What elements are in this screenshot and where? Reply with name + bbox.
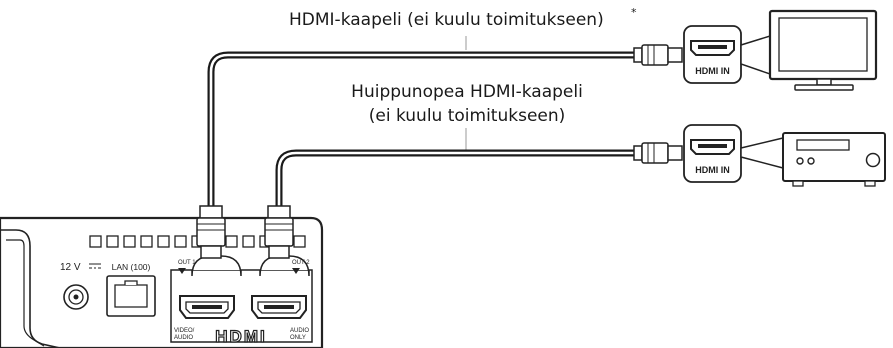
hdmi-cable-footnote-mark: * <box>631 6 637 19</box>
out2-marker-icon <box>292 268 300 274</box>
receiver-hdmi-in-port: HDMI IN <box>683 124 742 183</box>
hdmi-cable-to-tv <box>207 51 635 213</box>
out1-label: OUT 1 <box>178 260 196 266</box>
hdmi-plug-out1 <box>196 205 226 259</box>
highspeed-hdmi-cable-to-receiver <box>275 149 635 213</box>
lan-port <box>106 275 156 317</box>
out1-marker-icon <box>178 268 186 274</box>
tv-hdmi-in-label: HDMI IN <box>695 66 730 76</box>
dc-power-jack <box>63 284 89 310</box>
tv-hdmi-in-port: HDMI IN <box>683 25 742 84</box>
video-audio-label-line1: VIDEO/ <box>174 328 195 334</box>
hdmi-plug-out2 <box>264 205 294 259</box>
dc-symbol-icon <box>89 263 101 269</box>
hdmi-out2-port <box>251 295 307 319</box>
hdmi-cable-caption: HDMI-kaapeli (ei kuulu toimitukseen) <box>289 10 604 30</box>
out2-label: OUT 2 <box>292 260 310 266</box>
video-audio-label-line2: AUDIO <box>174 335 193 341</box>
power-input-label: 12 V <box>60 262 81 273</box>
av-receiver-icon <box>740 132 886 187</box>
receiver-hdmi-in-label: HDMI IN <box>695 165 730 175</box>
hdmi-plug-tv <box>633 44 683 66</box>
audio-only-label-line1: AUDIO <box>290 328 309 334</box>
hdmi-out1-port <box>179 295 235 319</box>
highspeed-cable-caption-line2: (ei kuulu toimitukseen) <box>369 106 566 126</box>
hdmi-logo: HDMI <box>215 327 266 346</box>
lan-port-label: LAN (100) <box>112 262 151 272</box>
tv-icon <box>740 9 878 91</box>
audio-only-label-line2: ONLY <box>290 335 306 341</box>
hdmi-plug-receiver <box>633 142 683 164</box>
highspeed-cable-caption-line1: Huippunopea HDMI-kaapeli <box>351 82 583 102</box>
